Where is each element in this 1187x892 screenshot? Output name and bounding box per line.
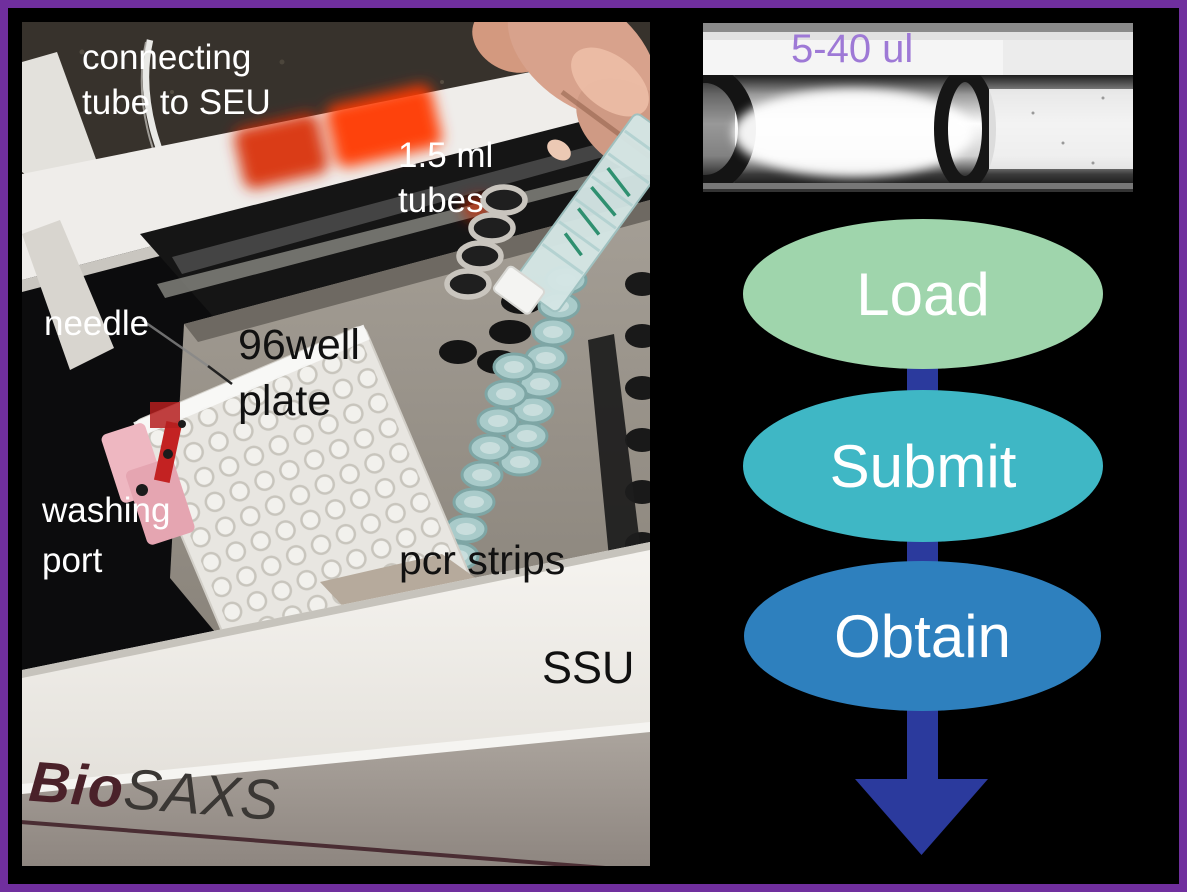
flow-step-obtain-label: Obtain — [834, 602, 1011, 670]
flow-step-submit: Submit — [743, 390, 1103, 542]
label-needle: needle — [44, 304, 150, 343]
flow-step-submit-label: Submit — [829, 432, 1017, 500]
label-ssu: SSU — [542, 642, 635, 693]
label-volume-range: 5-40 ul — [791, 27, 914, 71]
capillary-photo: 5-40 ul — [703, 23, 1133, 192]
flow-step-load-label: Load — [856, 260, 990, 328]
sample-plug — [733, 89, 973, 177]
hand-shape — [472, 22, 650, 176]
flow-step-load: Load — [743, 219, 1103, 369]
label-washing-port: washing port — [42, 491, 171, 580]
down-arrow-icon — [855, 705, 988, 855]
seu-cover — [22, 48, 650, 280]
label-connecting-tube: connecting tube to SEU — [82, 38, 271, 122]
washing-port-shape — [101, 402, 195, 545]
biosaxs-panel — [22, 732, 650, 866]
flow-step-obtain: Obtain — [744, 561, 1101, 711]
instrument-artwork — [22, 22, 650, 866]
instrument-photo: connecting tube to SEU 1.5 ml tubes need… — [22, 22, 650, 866]
label-tubes: 1.5 ml tubes — [398, 136, 494, 220]
biosaxs-logo-prefix: Bio — [26, 749, 127, 821]
tube-rings — [444, 184, 528, 300]
biosaxs-logo-suffix: SAXS — [121, 757, 283, 834]
label-well-plate: 96well plate — [238, 321, 360, 425]
flow-connector-2 — [907, 538, 938, 565]
needle-arm — [22, 220, 114, 370]
flow-connector-1 — [907, 366, 938, 394]
label-pcr-strips: pcr strips — [399, 537, 566, 583]
held-pcr-strip — [492, 113, 650, 315]
ssu-panel — [22, 542, 650, 796]
capillary-artwork — [703, 23, 1133, 192]
